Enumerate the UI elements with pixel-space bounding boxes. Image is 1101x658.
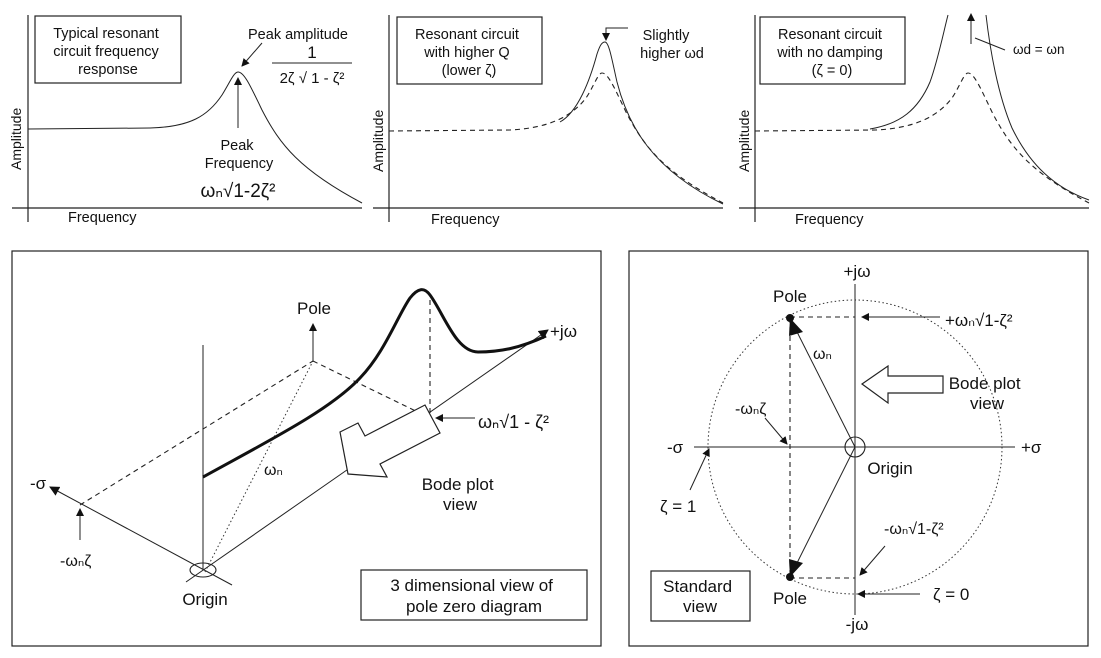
bottom-pole-dot — [786, 573, 794, 581]
panel5-frame — [628, 250, 1089, 647]
bode-view-arrow-icon — [860, 364, 944, 405]
origin-label: Origin — [867, 459, 912, 478]
panel3-title: Resonant circuit with no damping (ζ = 0) — [776, 27, 887, 79]
response-curve — [27, 71, 363, 204]
top-freq-label: +ωₙ√1-ζ² — [945, 311, 1013, 330]
panel3-title-box — [759, 16, 906, 85]
panel-standard-view: +jω -jω +σ -σ Pole Pole ωₙ -ωₙζ +ωₙ√1-ζ²… — [628, 250, 1089, 647]
bode-view-label: Bode plot view — [949, 374, 1026, 413]
bode-view-label: Bode plot view — [422, 475, 499, 514]
panel1-title: Typical resonant circuit frequency respo… — [53, 26, 163, 78]
x-axis-label: Frequency — [795, 212, 864, 228]
panel2-title: Resonant circuit with higher Q (lower ζ) — [415, 27, 523, 79]
panel5-caption: Standard view — [663, 577, 737, 616]
peak-amp-arrow — [241, 42, 263, 67]
minus-jw-label: -jω — [846, 615, 869, 634]
zeta-one-arrow — [689, 448, 710, 491]
undamped-curve-right — [985, 14, 1090, 201]
bode-view-arrow-icon — [339, 404, 441, 478]
panel5-caption-box — [650, 570, 751, 622]
original-curve-dashed — [388, 72, 724, 204]
origin-marker — [189, 562, 217, 578]
x-axis-label: Frequency — [68, 210, 137, 226]
freq-label: ωₙ√1 - ζ² — [478, 412, 549, 432]
panel4-caption-box — [360, 569, 588, 621]
higher-wd-note: Slightly higher ωd — [640, 28, 704, 62]
minus-wn-zeta-label: -ωₙζ — [735, 401, 766, 418]
panel-higher-q: Resonant circuit with higher Q (lower ζ)… — [370, 15, 724, 228]
y-axis-label: Amplitude — [736, 110, 752, 172]
origin-marker — [844, 436, 866, 458]
panel2-title-box — [396, 16, 543, 85]
peak-amp-denominator: 2ζ √ 1 - ζ² — [280, 70, 345, 87]
minus-sigma-label: -σ — [30, 474, 47, 493]
top-pole-dot — [786, 314, 794, 322]
x-axis-label: Frequency — [431, 212, 500, 228]
higher-q-curve — [559, 41, 724, 205]
panel1-title-box — [34, 15, 182, 84]
minus-wn-zeta-label: -ωₙζ — [60, 553, 91, 570]
wd-leader-line — [974, 37, 1006, 51]
plus-sigma-label: +σ — [1021, 438, 1042, 457]
omega-n-label: ωₙ — [264, 462, 283, 479]
minus-sigma-axis — [49, 486, 233, 586]
top-pole-vector — [789, 317, 856, 448]
top-vector-arrowhead — [789, 318, 803, 336]
panel4-caption: 3 dimensional view of pole zero diagram — [390, 576, 557, 616]
bottom-pole-vector — [789, 446, 856, 578]
wd-equals-wn: ωd = ωn — [1013, 42, 1064, 57]
origin-label: Origin — [182, 590, 227, 609]
zeta-one-label: ζ = 1 — [660, 497, 696, 516]
bottom-freq-label: -ωₙ√1-ζ² — [884, 521, 944, 538]
omega-n-label: ωₙ — [813, 346, 832, 363]
dashed-parallel-jw — [79, 360, 314, 506]
plus-jw-label: +jω — [844, 262, 871, 281]
higher-wd-arrow — [602, 27, 628, 41]
zeta-zero-label: ζ = 0 — [933, 585, 969, 604]
bode-response-3d — [202, 288, 547, 479]
panel-3d-view: Pole +jω -σ ωₙ ωₙ√1 - ζ² -ωₙζ Origin Bod… — [11, 250, 602, 647]
panel4-frame — [11, 250, 602, 647]
panel-no-damping: Resonant circuit with no damping (ζ = 0)… — [736, 13, 1090, 228]
bottom-vector-arrowhead — [789, 559, 803, 577]
undamped-curve — [869, 14, 949, 130]
pole-top-label: Pole — [773, 287, 807, 306]
peak-amplitude-label: Peak amplitude — [248, 27, 348, 43]
pole-label: Pole — [297, 299, 331, 318]
y-axis-label: Amplitude — [8, 108, 24, 170]
bottom-freq-arrow — [859, 545, 886, 576]
original-curve-dashed — [754, 72, 1090, 204]
dashed-pole-to-axis — [312, 360, 431, 419]
peak-freq-formula: ωₙ√1-2ζ² — [201, 181, 276, 202]
panel-typical-response: Typical resonant circuit frequency respo… — [8, 15, 363, 226]
peak-amp-numerator: 1 — [307, 43, 316, 62]
minus-wn-zeta-arrow — [764, 417, 788, 445]
peak-frequency-label: Peak Frequency — [205, 138, 274, 172]
pole-bottom-label: Pole — [773, 589, 807, 608]
plus-jw-label: +jω — [550, 322, 577, 341]
minus-sigma-label: -σ — [667, 438, 684, 457]
y-axis-label: Amplitude — [370, 110, 386, 172]
